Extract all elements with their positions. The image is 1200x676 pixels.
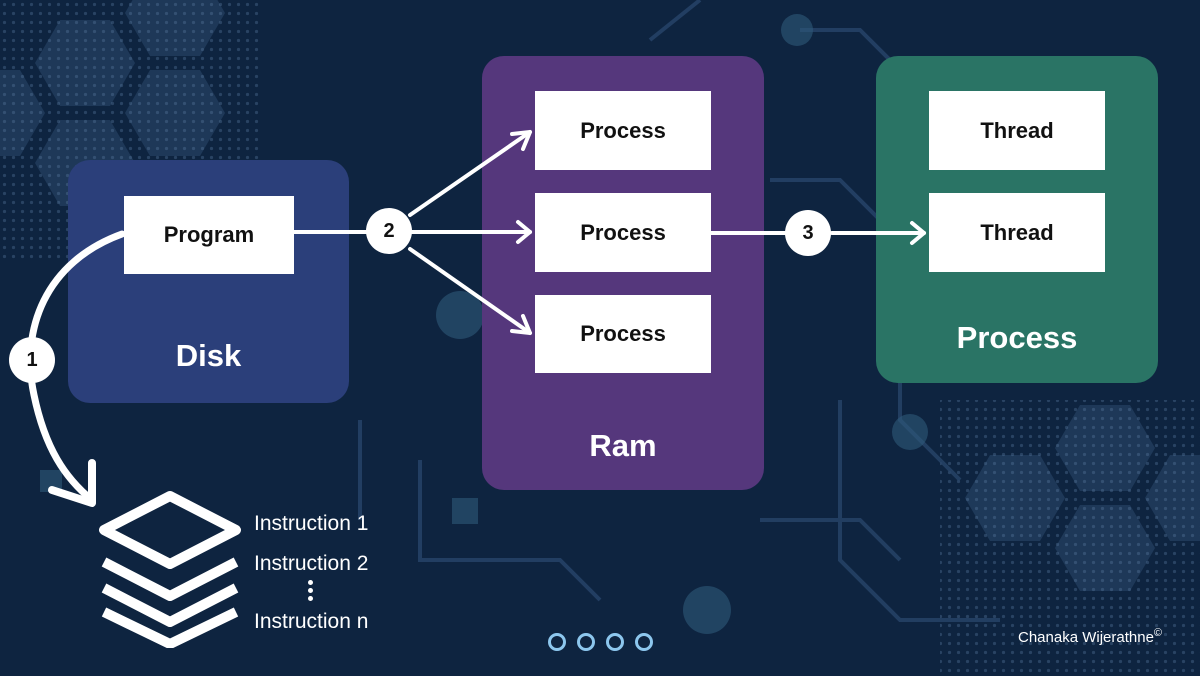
instruction-2: Instruction 2 [254,552,369,575]
process-panel-label: Process [956,320,1078,355]
program-box: Program [124,196,294,274]
arrow-curve-to-instructions [26,230,126,504]
arrowhead-3 [510,314,532,335]
instruction-n: Instruction n [254,610,369,633]
author-name: Chanaka Wijerathne [1018,629,1154,646]
ram-label: Ram [589,428,657,463]
arrowhead-curve [48,459,96,507]
arrowhead-4 [910,221,926,245]
step-2-badge: 2 [366,208,412,254]
arrowhead-2 [516,220,532,244]
circuit-nodes [40,14,928,634]
disk-label: Disk [175,338,242,373]
copyright-mark: © [1153,627,1163,639]
layers-stack-icon [99,491,241,648]
author-credit: Chanaka Wijerathne© [1018,627,1162,646]
pager-dot[interactable] [548,633,566,651]
pager-dot[interactable] [635,633,653,651]
thread-box-2: Thread [929,193,1105,272]
thread-box-1: Thread [929,91,1105,170]
step-3-badge: 3 [785,210,831,256]
pager-dot[interactable] [577,633,595,651]
process-box-3: Process [535,295,711,373]
arrow-to-process-3 [408,247,532,335]
pager-dot[interactable] [606,633,624,651]
vertical-ellipsis-icon [306,580,314,606]
process-box-2: Process [535,193,711,272]
carousel-pager[interactable] [548,633,653,651]
arrowhead-1 [510,130,532,151]
step-1-badge: 1 [9,337,55,383]
arrow-to-process-1 [408,130,532,217]
process-box-1: Process [535,91,711,170]
instruction-1: Instruction 1 [254,512,369,535]
